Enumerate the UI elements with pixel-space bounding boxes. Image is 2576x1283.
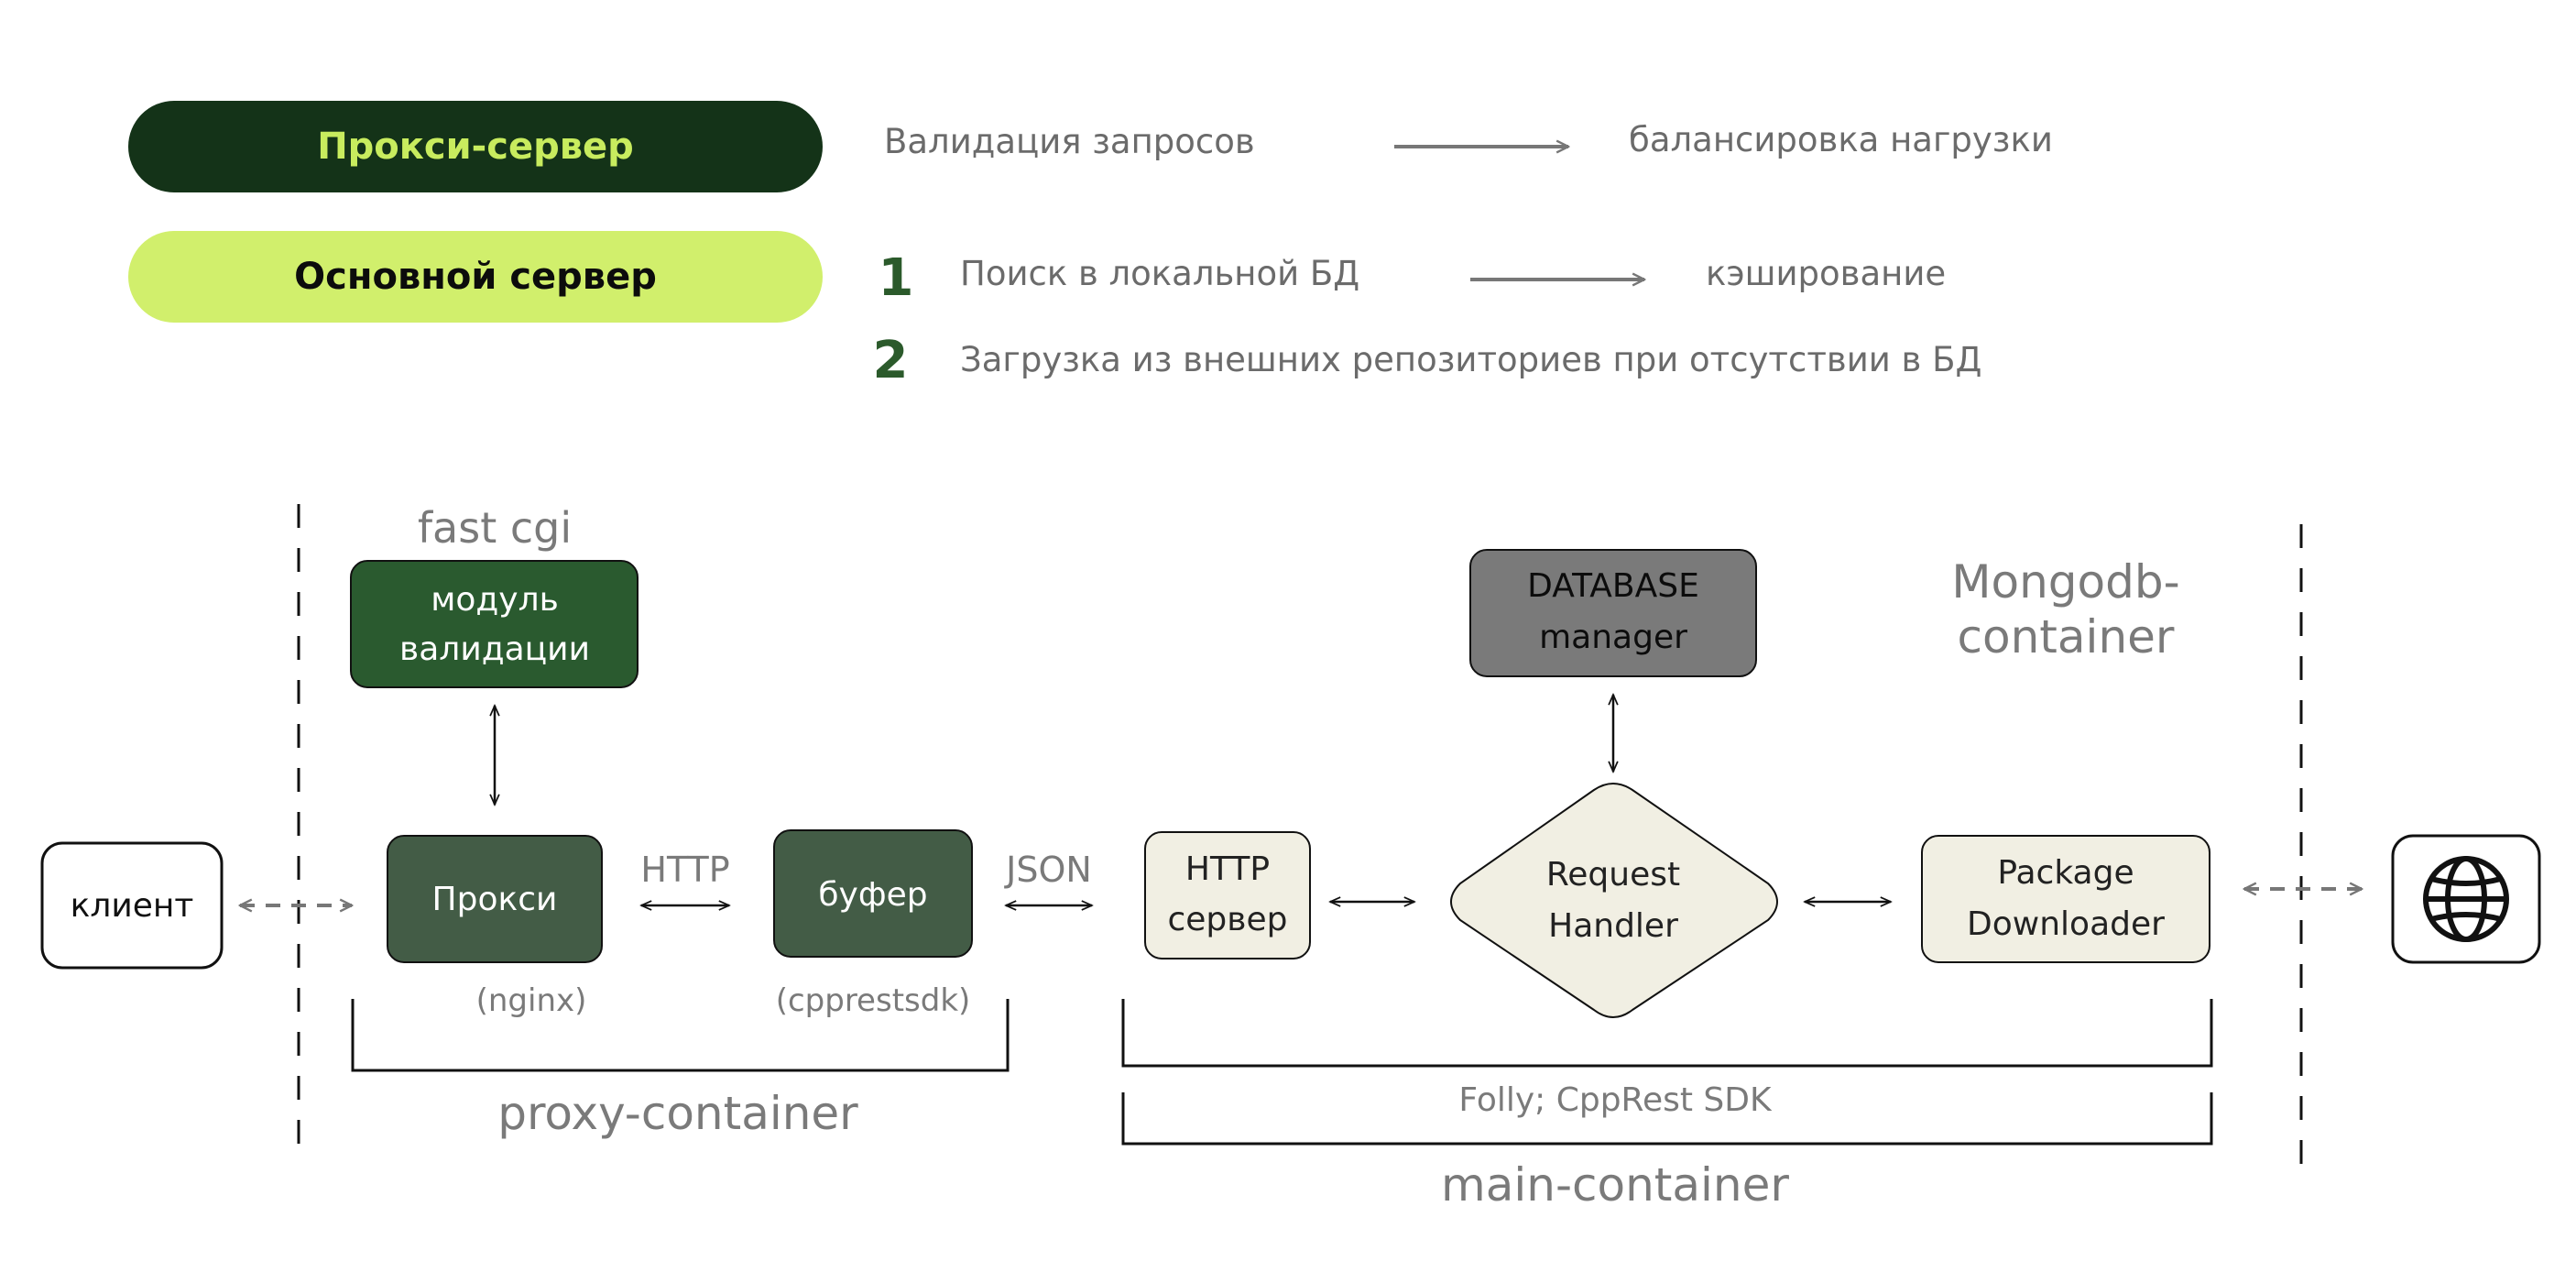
legend-number-2: 2	[873, 331, 909, 390]
legend-main-server-label: Основной сервер	[294, 256, 657, 298]
main-container-label: main-container	[1441, 1158, 1789, 1212]
request-handler-line-2: Handler	[1548, 907, 1678, 945]
buffer-http-edge-label: JSON	[1004, 850, 1092, 890]
client-label: клиент	[71, 887, 194, 925]
legend-proxy-server-pill	[128, 101, 823, 192]
mongodb-container-line-1: Mongodb-	[1951, 555, 2179, 609]
proxy-container-bracket	[351, 999, 1010, 1072]
request-handler-node	[1450, 783, 1778, 1018]
validation-module-title: fast cgi	[418, 503, 572, 553]
legend-proxy-step-2: балансировка нагрузки	[1629, 120, 2053, 159]
buffer-label: буфер	[818, 876, 927, 914]
legend-main-server-pill	[128, 231, 823, 323]
database-manager-line-2: manager	[1539, 619, 1687, 656]
legend-number-1: 1	[879, 248, 914, 308]
client-node	[40, 841, 224, 970]
main-libs-label: Folly; CppRest SDK	[1458, 1081, 1773, 1119]
http-server-line-2: сервер	[1167, 901, 1287, 938]
proxy-sub-label: (nginx)	[476, 982, 587, 1019]
validation-module-node	[350, 560, 639, 688]
package-downloader-line-1: Package	[1997, 854, 2134, 892]
main-container-bracket	[1121, 1092, 2213, 1146]
proxy-node	[387, 835, 603, 963]
mongodb-container-line-2: container	[1958, 610, 2175, 663]
validation-module-line-2: валидации	[399, 631, 590, 668]
validation-module-line-1: модуль	[431, 581, 559, 619]
globe-icon	[2423, 856, 2509, 942]
legend-proxy-server-label: Прокси-сервер	[317, 126, 634, 168]
request-handler-line-1: Request	[1546, 856, 1680, 894]
legend-proxy-step-1: Валидация запросов	[884, 122, 1255, 161]
http-server-line-1: HTTP	[1185, 850, 1270, 888]
package-downloader-node	[1921, 835, 2210, 963]
package-downloader-line-2: Downloader	[1967, 905, 2165, 943]
proxy-label: Прокси	[432, 881, 558, 918]
http-server-node	[1144, 831, 1311, 960]
legend-main-step-2: Загрузка из внешних репозиториев при отс…	[960, 340, 1981, 379]
database-manager-node	[1469, 549, 1757, 677]
proxy-buffer-edge-label: HTTP	[640, 850, 729, 890]
main-libs-bracket	[1121, 999, 2213, 1068]
buffer-sub-label: (cpprestsdk)	[776, 982, 971, 1019]
database-manager-line-1: DATABASE	[1527, 567, 1699, 605]
proxy-container-label: proxy-container	[497, 1087, 858, 1140]
legend: Прокси-сервер Валидация запросов баланси…	[128, 101, 2053, 390]
legend-main-step-1b: кэширование	[1706, 254, 1946, 293]
buffer-node	[773, 829, 973, 958]
legend-main-step-1a: Поиск в локальной БД	[960, 254, 1359, 293]
